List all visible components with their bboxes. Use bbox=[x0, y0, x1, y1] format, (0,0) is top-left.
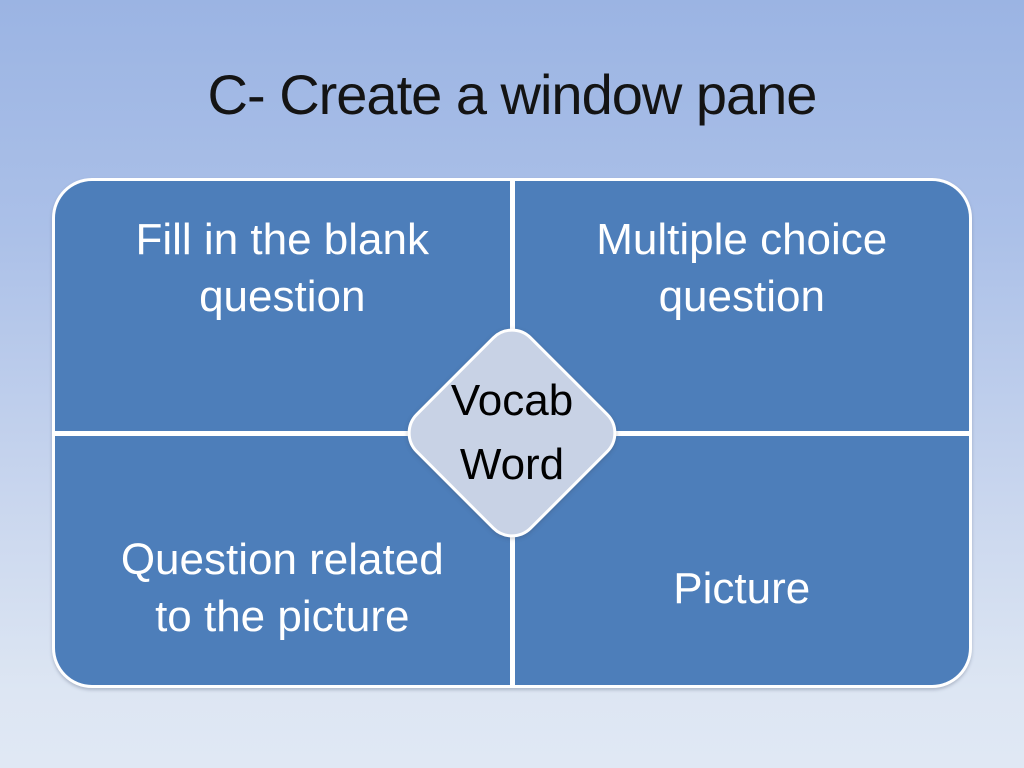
cell-text-line: question bbox=[199, 272, 366, 322]
diamond-text-line: Vocab bbox=[450, 376, 574, 426]
diamond-text-line: Word bbox=[459, 440, 565, 489]
cell-text-line: to the picture bbox=[155, 592, 410, 642]
cell-text-line: Picture bbox=[673, 563, 811, 613]
cell-text-line: Question related bbox=[120, 535, 444, 585]
cell-text-line: question bbox=[658, 272, 825, 322]
pane-cell-question-related-picture: Question related to the picture bbox=[55, 435, 510, 685]
slide-title: C- Create a window pane bbox=[207, 63, 818, 126]
pane-cell-multiple-choice: Multiple choice question bbox=[514, 181, 969, 431]
diamond-text: Vocab Word bbox=[392, 369, 632, 497]
cell-text-line: Fill in the blank bbox=[135, 215, 429, 264]
window-pane-matrix: Fill in the blank question Multiple choi… bbox=[52, 178, 972, 688]
cell-text-line: Multiple choice bbox=[596, 215, 888, 264]
pane-cell-fill-in-the-blank: Fill in the blank question bbox=[55, 181, 510, 431]
pane-cell-picture: Picture bbox=[514, 435, 969, 685]
